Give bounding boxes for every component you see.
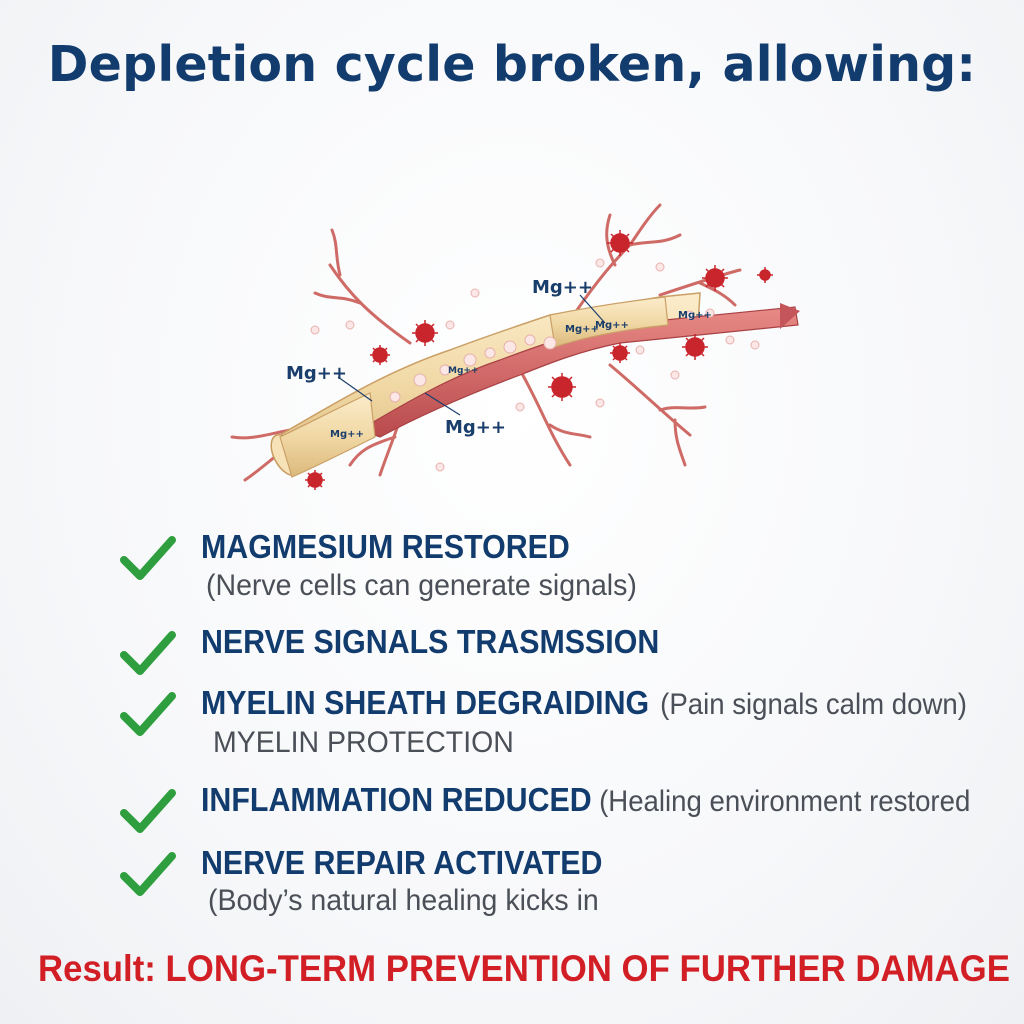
checkmark-icon: [120, 631, 176, 675]
item-heading: INFLAMMATION REDUCED(Healing environment…: [201, 781, 970, 819]
mg-label: Mg++: [330, 429, 364, 440]
checkmark-icon: [120, 692, 176, 736]
mg-label: Mg++: [565, 324, 599, 335]
nerve-illustration: Mg++ Mg++ Mg++ Mg++ Mg++ Mg++ Mg++ Mg++: [230, 203, 800, 490]
item-note: (Nerve cells can generate signals): [206, 569, 637, 602]
mg-label: Mg++: [286, 363, 347, 384]
item-heading-text: MYELIN SHEATH DEGRAIDING: [201, 684, 650, 721]
item-inline-note: (Pain signals calm down): [660, 688, 967, 721]
mg-label: Mg++: [532, 277, 593, 298]
dendrites: [230, 203, 742, 482]
item-heading: NERVE SIGNALS TRASMSSION: [201, 623, 660, 660]
result-statement: Result: LONG-TERM PREVENTION OF FURTHER …: [38, 948, 1010, 989]
item-note: MYELIN PROTECTION: [213, 726, 514, 759]
mg-label: Mg++: [448, 366, 478, 376]
mg-labels: Mg++ Mg++ Mg++ Mg++ Mg++ Mg++ Mg++ Mg++: [286, 277, 712, 440]
checkmark-icon: [120, 789, 176, 833]
axon: [358, 303, 800, 438]
mg-label: Mg++: [595, 320, 629, 331]
magnesium-particles: [310, 258, 760, 472]
inflammation-cells: [305, 230, 773, 490]
mg-label: Mg++: [445, 417, 506, 438]
mg-leader-lines: [337, 294, 606, 416]
sheath-segments: [279, 296, 669, 478]
checkmark-icon: [120, 536, 176, 580]
item-note: (Body’s natural healing kicks in: [208, 884, 599, 917]
item-heading: NERVE REPAIR ACTIVATED: [201, 844, 603, 881]
mg-label: Mg++: [678, 310, 712, 321]
item-heading: MAGMESIUM RESTORED: [201, 528, 570, 565]
item-inline-note: (Healing environment restored: [599, 785, 971, 818]
item-heading-text: INFLAMMATION REDUCED: [201, 781, 592, 818]
item-heading: MYELIN SHEATH DEGRAIDING (Pain signals ca…: [201, 684, 967, 722]
page-title: Depletion cycle broken, allowing:: [47, 36, 977, 93]
checkmark-icon: [120, 852, 176, 896]
